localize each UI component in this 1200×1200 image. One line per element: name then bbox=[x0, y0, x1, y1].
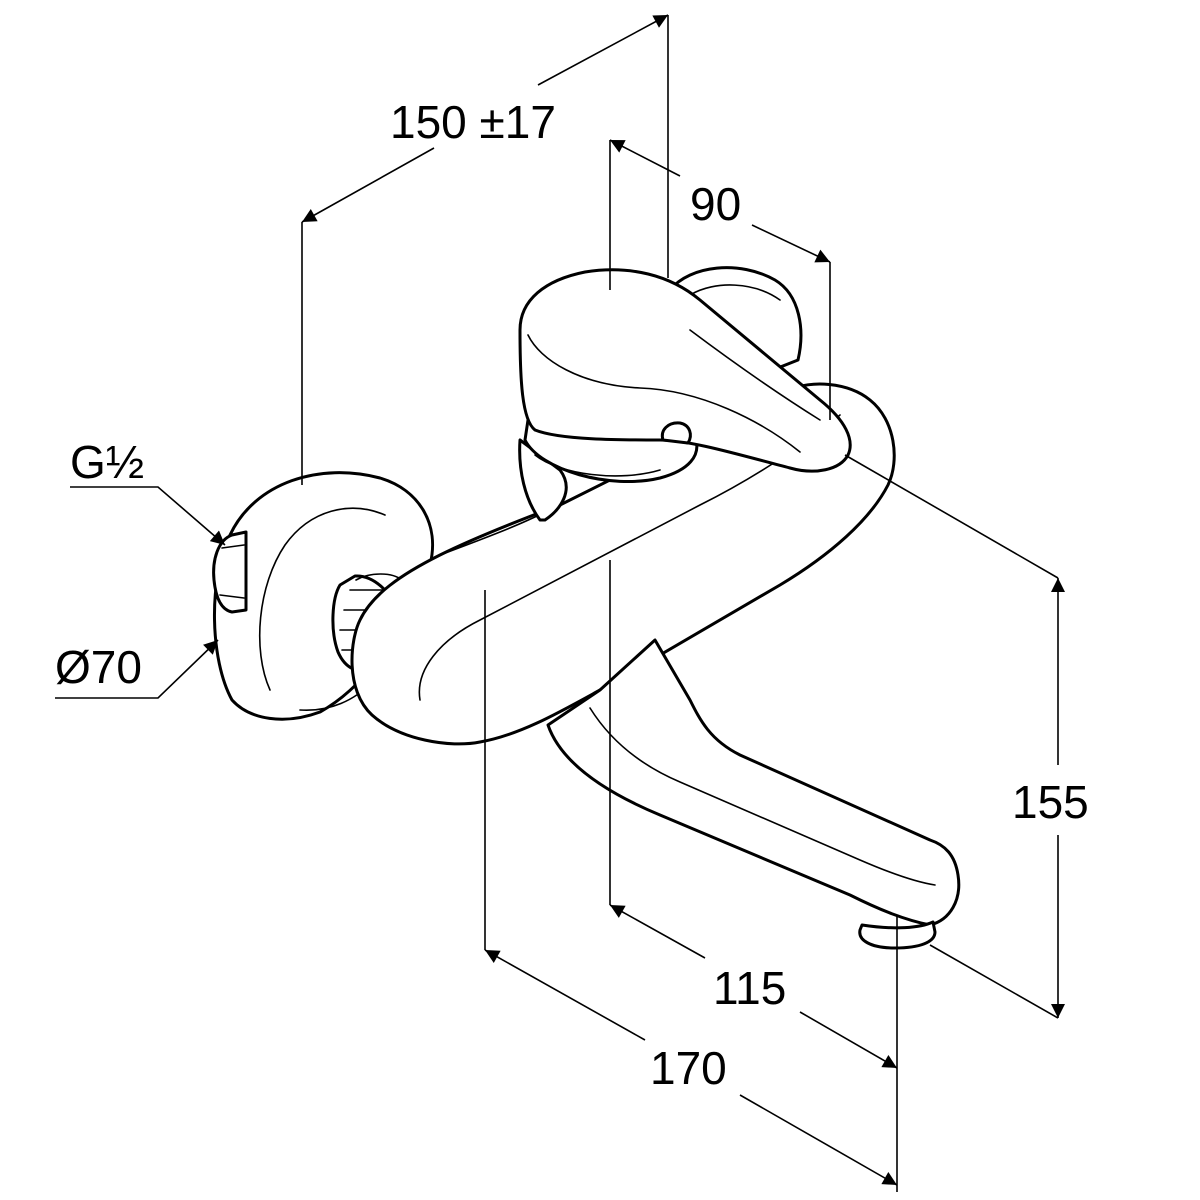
dimension-lines bbox=[55, 14, 1065, 1192]
label-150: 150 ±17 bbox=[390, 96, 556, 148]
dimension-150-left bbox=[301, 147, 435, 223]
diameter-leader bbox=[55, 639, 219, 699]
dimension-labels: 150 ±17 90 G½ Ø70 155 115 170 bbox=[55, 96, 1089, 1094]
thread-leader bbox=[70, 486, 226, 546]
extension-line-top-155 bbox=[844, 454, 1059, 579]
dimension-90-right bbox=[751, 224, 831, 263]
label-90: 90 bbox=[690, 178, 741, 230]
label-170: 170 bbox=[650, 1042, 727, 1094]
dimension-150-right bbox=[537, 14, 669, 86]
label-115: 115 bbox=[713, 962, 786, 1014]
dimension-115-left bbox=[609, 904, 706, 959]
dimension-170-right bbox=[739, 1094, 898, 1186]
connection-nipple bbox=[212, 530, 248, 614]
label-155: 155 bbox=[1012, 776, 1089, 828]
extension-line-bottom-155 bbox=[929, 944, 1059, 1019]
dimension-115-right bbox=[799, 1011, 898, 1069]
lever-handle bbox=[518, 268, 852, 473]
label-thread: G½ bbox=[70, 436, 144, 488]
dimension-170-left bbox=[484, 949, 646, 1041]
faucet-body bbox=[212, 266, 961, 950]
dimension-90-left bbox=[609, 139, 681, 177]
label-diameter: Ø70 bbox=[55, 641, 142, 693]
